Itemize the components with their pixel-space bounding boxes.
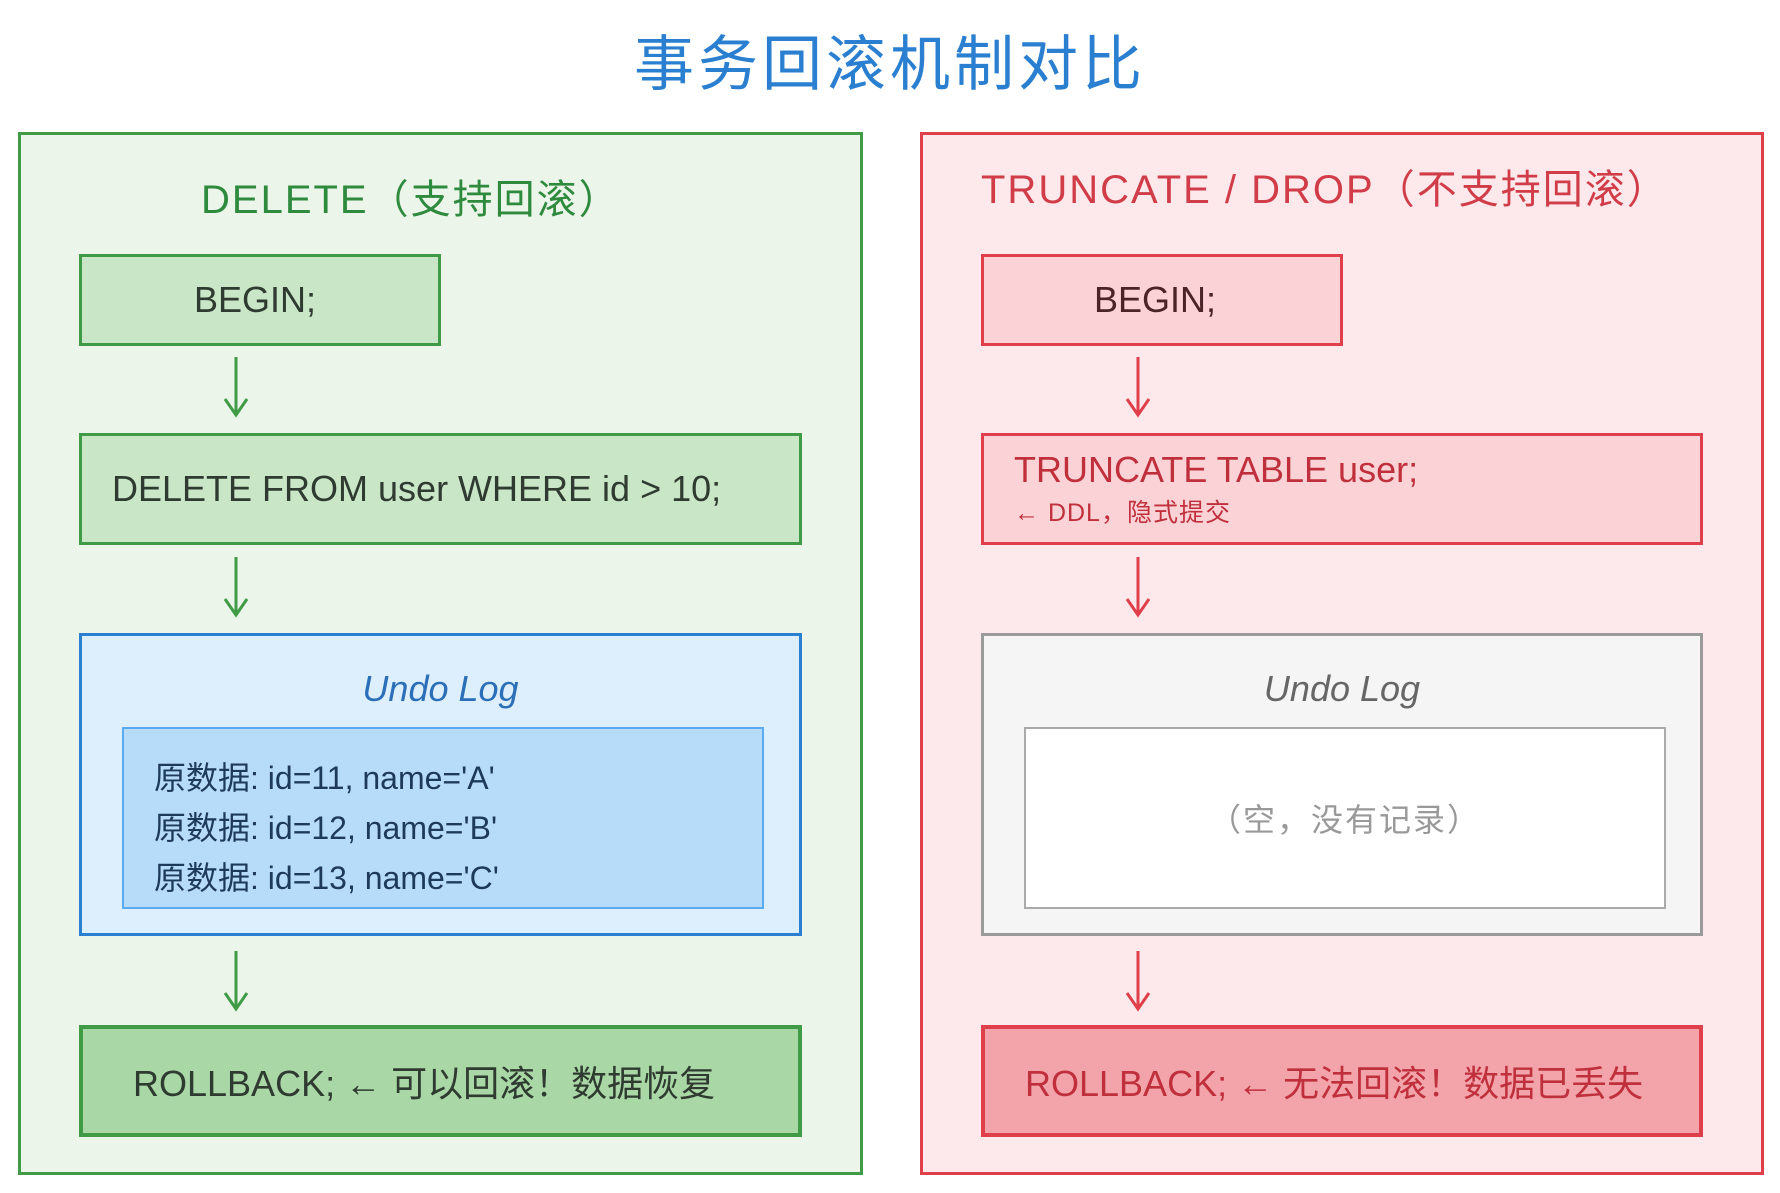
- truncate-panel: TRUNCATE / DROP（不支持回滚） BEGIN; TRUNCATE T…: [920, 132, 1764, 1175]
- truncate-begin-box: BEGIN;: [981, 254, 1343, 346]
- arrow-down-icon: [1125, 357, 1151, 418]
- arrow-down-icon: [223, 557, 249, 618]
- undo-log-title: Undo Log: [362, 668, 519, 709]
- delete-rollback-box: ROLLBACK; ← 可以回滚！数据恢复: [79, 1025, 802, 1137]
- truncate-panel-heading: TRUNCATE / DROP（不支持回滚）: [981, 168, 1669, 212]
- undo-log-empty: （空，没有记录）: [1024, 727, 1666, 909]
- undo-log-records: 原数据: id=11, name='A' 原数据: id=12, name='B…: [122, 727, 764, 909]
- delete-panel: DELETE（支持回滚） BEGIN; DELETE FROM user WHE…: [18, 132, 863, 1175]
- delete-begin-box: BEGIN;: [79, 254, 441, 346]
- undo-log-row: 原数据: id=13, name='C': [154, 860, 499, 896]
- page-title: 事务回滚机制对比: [634, 31, 1146, 98]
- delete-panel-heading: DELETE（支持回滚）: [201, 178, 621, 222]
- truncate-statement-box: TRUNCATE TABLE user; ← DDL，隐式提交: [981, 433, 1703, 545]
- undo-log-title: Undo Log: [1263, 668, 1421, 709]
- undo-log-row: 原数据: id=11, name='A': [154, 760, 495, 796]
- delete-statement-box: DELETE FROM user WHERE id > 10;: [79, 433, 802, 545]
- undo-log-row: 原数据: id=12, name='B': [154, 810, 498, 846]
- arrow-down-icon: [1125, 951, 1151, 1012]
- truncate-statement-text: TRUNCATE TABLE user;: [1014, 449, 1419, 490]
- arrow-down-icon: [223, 357, 249, 418]
- ddl-implicit-commit-note: ← DDL，隐式提交: [1014, 499, 1231, 527]
- truncate-undo-log-box: Undo Log （空，没有记录）: [981, 633, 1703, 936]
- arrow-down-icon: [223, 951, 249, 1012]
- arrow-down-icon: [1125, 557, 1151, 618]
- truncate-rollback-box: ROLLBACK; ← 无法回滚！数据已丢失: [981, 1025, 1703, 1137]
- delete-undo-log-box: Undo Log 原数据: id=11, name='A' 原数据: id=12…: [79, 633, 802, 936]
